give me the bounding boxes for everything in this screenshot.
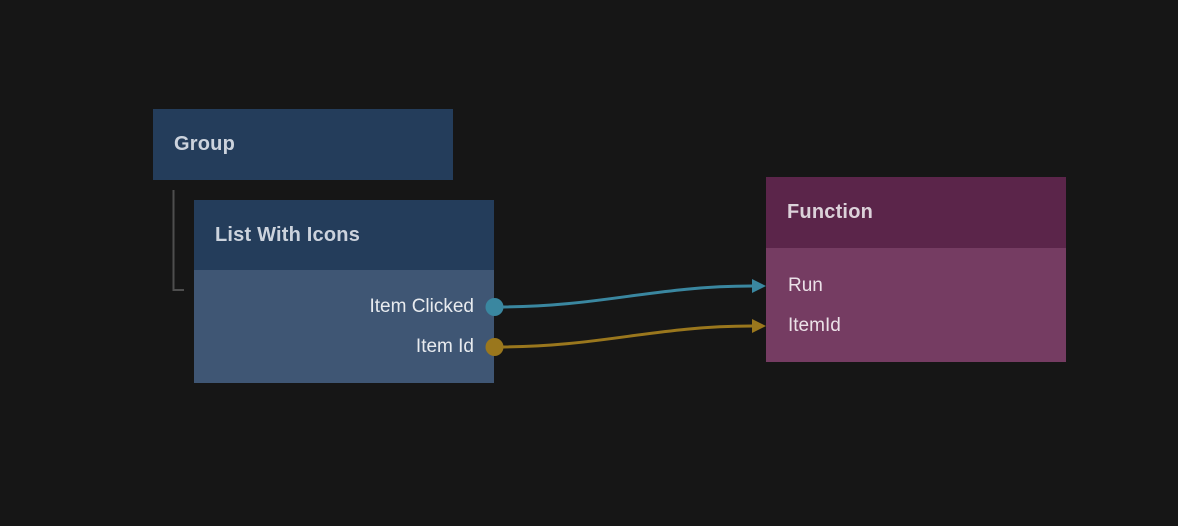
node-list-with-icons-header[interactable]: List With Icons: [194, 200, 494, 270]
node-list-with-icons[interactable]: List With Icons Item Clicked Item Id: [194, 200, 494, 383]
edge-item-clicked-to-run[interactable]: [496, 284, 754, 309]
output-port-label: Item Id: [415, 336, 474, 357]
edge-item-clicked-arrowhead-icon: [752, 279, 766, 293]
input-port-label: ItemId: [788, 315, 841, 336]
node-list-with-icons-body: Item Clicked Item Id: [194, 270, 494, 383]
edge-item-id-to-itemid[interactable]: [496, 324, 754, 349]
input-port-label: Run: [788, 275, 823, 296]
node-function-title: Function: [787, 201, 874, 223]
node-group-title: Group: [174, 133, 235, 155]
node-group[interactable]: Group: [153, 109, 453, 180]
output-port-item-clicked[interactable]: Item Clicked: [194, 287, 494, 327]
node-list-with-icons-title: List With Icons: [215, 223, 361, 246]
node-function[interactable]: Function Run ItemId: [766, 177, 1066, 362]
node-function-header[interactable]: Function: [766, 177, 1066, 248]
node-group-header[interactable]: Group: [153, 109, 453, 180]
output-port-label: Item Clicked: [369, 296, 474, 317]
node-function-body: Run ItemId: [766, 248, 1066, 362]
group-child-connector-line: [172, 190, 184, 291]
input-port-run[interactable]: Run: [766, 266, 1066, 306]
edge-item-id-arrowhead-icon: [752, 319, 766, 333]
input-port-itemid[interactable]: ItemId: [766, 306, 1066, 346]
output-port-item-id[interactable]: Item Id: [194, 327, 494, 367]
